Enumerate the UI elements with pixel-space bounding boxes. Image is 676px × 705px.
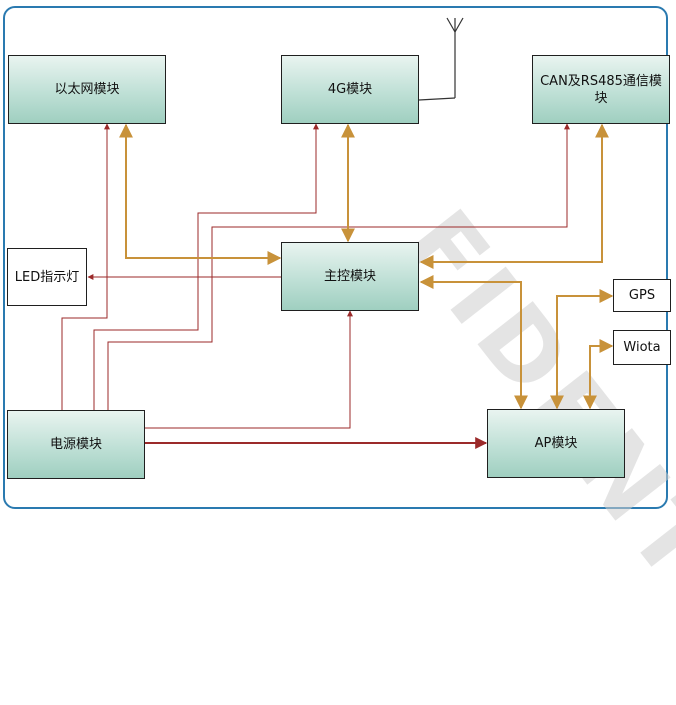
- 4g-module: 4G模块: [281, 55, 419, 124]
- power-line-ethernet: [61, 123, 110, 410]
- ethernet-main-link: [119, 123, 282, 265]
- main-ap-link: [419, 275, 528, 410]
- main-control-module: 主控模块: [281, 242, 419, 311]
- antenna-icon: [418, 17, 464, 101]
- ap-module: AP模块: [487, 409, 625, 478]
- ap-gps-link: [550, 289, 614, 410]
- ap-wiota-link: [583, 339, 614, 410]
- connection-lines: [61, 17, 614, 449]
- wiota-module: Wiota: [613, 330, 671, 365]
- power-line-main: [145, 310, 353, 429]
- can-main-link: [419, 123, 609, 269]
- ethernet-module: 以太网模块: [8, 55, 166, 124]
- power-module: 电源模块: [7, 410, 145, 479]
- can-rs485-module: CAN及RS485通信模块: [532, 55, 670, 124]
- led-indicator: LED指示灯: [7, 248, 87, 306]
- power-line-4g: [93, 123, 319, 410]
- gps-module: GPS: [613, 279, 671, 312]
